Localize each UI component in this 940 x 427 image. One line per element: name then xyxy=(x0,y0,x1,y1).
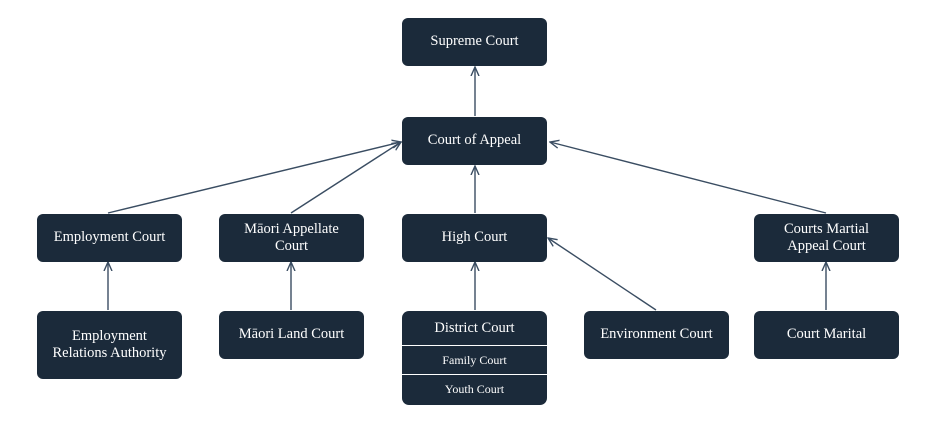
edge-employment-to-appeal xyxy=(107,142,401,214)
courts-martial-appeal-court-node: Courts Martial Appeal Court xyxy=(754,214,899,262)
employment-court-node: Employment Court xyxy=(37,214,182,262)
district-court-label: District Court xyxy=(434,319,515,336)
environment-court-node: Environment Court xyxy=(584,311,729,359)
court-of-appeal-node: Court of Appeal xyxy=(402,117,547,165)
family-court-label: Family Court xyxy=(402,345,547,374)
district-court-stack: District Court Family Court Youth Court xyxy=(402,311,547,405)
edge-environment-to-high xyxy=(548,238,657,311)
edge-maori-appellate-to-appeal xyxy=(290,142,401,214)
employment-relations-authority-node: Employment Relations Authority xyxy=(37,311,182,379)
youth-court-label: Youth Court xyxy=(402,374,547,403)
court-marital-node: Court Marital xyxy=(754,311,899,359)
supreme-court-node: Supreme Court xyxy=(402,18,547,66)
maori-land-court-node: Māori Land Court xyxy=(219,311,364,359)
maori-appellate-court-node: Māori Appellate Court xyxy=(219,214,364,262)
high-court-node: High Court xyxy=(402,214,547,262)
edge-courts-martial-appeal-to-appeal xyxy=(550,142,827,214)
